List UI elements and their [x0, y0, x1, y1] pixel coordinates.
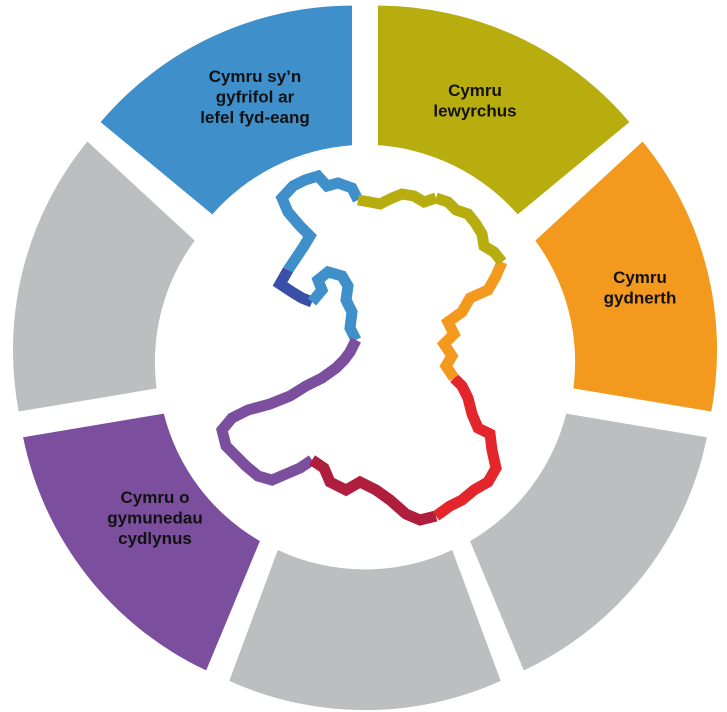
outline-dark-blue [272, 267, 315, 308]
outline-olive-east [434, 192, 507, 266]
segment-label-line: cydlynus [118, 529, 192, 548]
segment-label-line: lefel fyd-eang [200, 108, 310, 127]
segment-blue [100, 5, 352, 215]
segment-label-line: Cymru [613, 268, 667, 287]
segment-olive [378, 5, 630, 215]
outline-purple [215, 337, 361, 486]
segment-orange [535, 141, 718, 412]
outline-olive-north [357, 188, 438, 210]
segment-label-line: Cymru sy’n [209, 67, 302, 86]
wales-map-outline [215, 169, 508, 526]
segment-label-line: gydnerth [604, 288, 677, 307]
outline-blue-north [275, 169, 363, 274]
segment-purple [23, 413, 260, 671]
segment-grey-bottom [229, 550, 501, 711]
outline-blue-west [307, 265, 361, 343]
outline-orange [436, 259, 508, 382]
segment-label-line: gymunedau [107, 508, 202, 527]
segment-label-line: gyfrifol ar [216, 87, 295, 106]
segment-label-line: lewyrchus [433, 101, 516, 120]
segment-label-line: Cymru [448, 81, 502, 100]
segment-grey-right [470, 413, 707, 671]
segment-grey-left [12, 141, 195, 412]
segment-label-line: Cymru o [121, 488, 190, 507]
outline-red [432, 374, 502, 521]
outline-dark-red [308, 455, 438, 526]
